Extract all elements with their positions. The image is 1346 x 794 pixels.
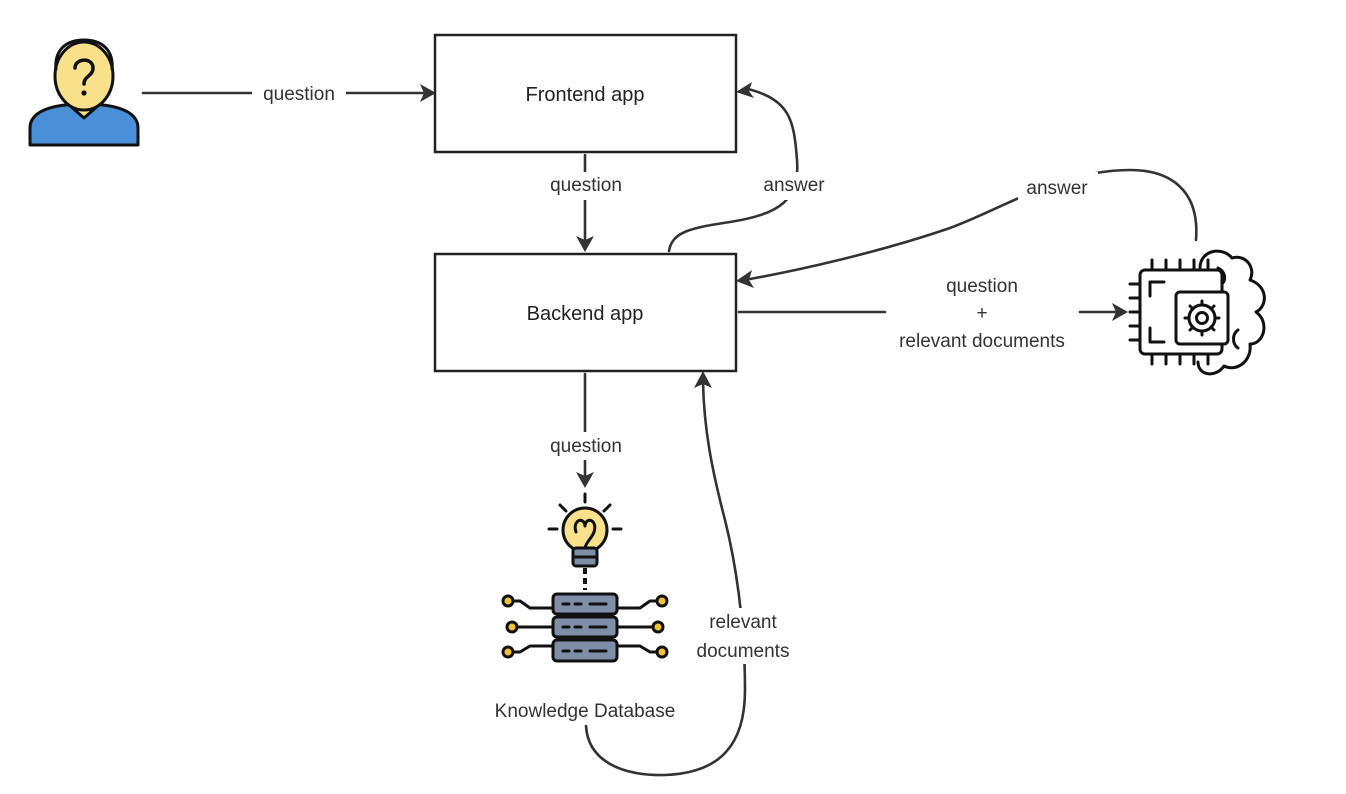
backend-label: Backend app [527, 303, 644, 325]
arrowhead [1112, 303, 1128, 321]
edge-label-backend-llm-3: relevant documents [899, 331, 1065, 352]
label-bg [756, 172, 832, 200]
user-question-icon [28, 38, 140, 147]
edge-label-db-backend-1: relevant [709, 612, 777, 633]
edge-label-backend-llm-2: + [976, 303, 987, 324]
label-bg [1018, 172, 1098, 200]
label-bg [540, 172, 632, 200]
edge-label-db-backend-2: documents [697, 641, 790, 662]
arrowhead [694, 371, 712, 388]
edge-label-backend-frontend: answer [763, 175, 825, 196]
edge-label-llm-backend: answer [1026, 178, 1088, 199]
knowledge-database-label: Knowledge Database [495, 701, 676, 722]
backend-box [433, 252, 738, 373]
arrowhead [736, 82, 754, 98]
edge-db-backend [584, 380, 747, 777]
label-bg [252, 80, 346, 108]
frontend-app-node: Frontend app [433, 33, 738, 154]
label-bg [695, 608, 795, 664]
edge-label-backend-db: question [550, 436, 622, 457]
frontend-box [433, 33, 738, 154]
edge-label-backend-llm-1: question [946, 276, 1018, 297]
arrowhead [576, 472, 594, 488]
arrowhead [420, 84, 436, 102]
arrowhead [736, 270, 754, 288]
edge-label-user-frontend: question [263, 84, 335, 105]
ai-chip-brain-icon [1128, 249, 1266, 376]
database-server-icon [501, 592, 669, 663]
frontend-label: Frontend app [526, 84, 645, 106]
arrowhead [576, 236, 594, 252]
lightbulb-icon [547, 492, 623, 590]
edge-label-frontend-backend: question [550, 175, 622, 196]
label-bg [540, 432, 632, 460]
backend-app-node: Backend app [433, 252, 738, 373]
edge-llm-backend [748, 168, 1198, 281]
